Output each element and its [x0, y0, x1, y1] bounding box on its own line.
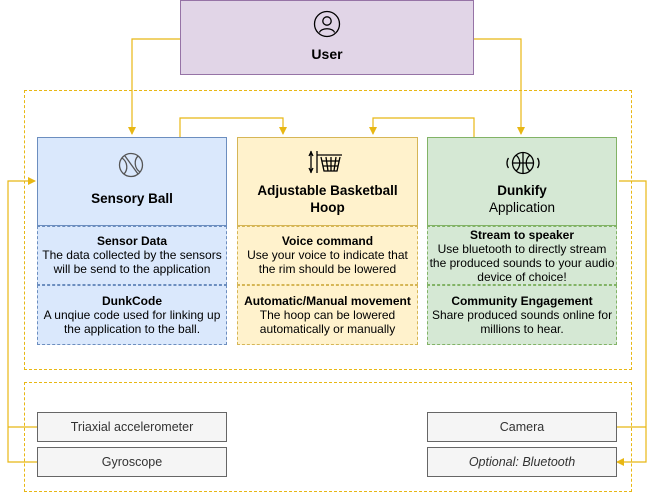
dunkify-header	[427, 137, 617, 226]
community-cell	[427, 285, 617, 345]
ball-to-hoop-connector	[179, 117, 287, 137]
dunkcode-body: A unqiue code used for linking up the ap…	[43, 308, 221, 336]
system-group	[24, 90, 632, 370]
basketball-hoop-icon	[308, 150, 342, 174]
stream-title: Stream to speaker	[469, 228, 575, 242]
dunkify-subtitle: Application	[488, 200, 556, 215]
user-label: User	[311, 46, 343, 62]
hoop-header	[237, 137, 418, 226]
sensor-data-body: The data collected by the sensors will b…	[42, 248, 222, 276]
movement-text: Automatic/Manual movement The hoop can b…	[240, 294, 415, 336]
community-body: Share produced sounds online for million…	[431, 308, 613, 336]
community-title: Community Engagement	[451, 294, 593, 308]
accelerometer-box: Triaxial accelerometer	[37, 412, 227, 442]
stream-cell	[427, 226, 617, 285]
stream-text: Stream to speaker Use bluetooth to direc…	[429, 228, 615, 284]
left-sensors-connector	[7, 181, 37, 463]
gyroscope-box: Gyroscope	[37, 447, 227, 477]
dunkify-to-hoop-connector	[369, 117, 475, 137]
stream-body: Use bluetooth to directly stream the pro…	[429, 242, 615, 284]
sensor-data-cell	[37, 226, 227, 285]
sensor-data-title: Sensor Data	[96, 234, 168, 248]
sound-ball-icon	[506, 151, 540, 175]
voice-command-text: Voice command Use your voice to indicate…	[240, 234, 415, 276]
movement-body: The hoop can be lowered automatically or…	[259, 308, 396, 336]
voice-command-title: Voice command	[281, 234, 374, 248]
user-icon	[313, 10, 341, 38]
dunkcode-cell	[37, 285, 227, 345]
hardware-group	[24, 382, 632, 492]
user-box	[180, 0, 474, 75]
camera-box: Camera	[427, 412, 617, 442]
sensor-data-text: Sensor Data The data collected by the se…	[39, 234, 225, 276]
user-to-ball-connector	[128, 38, 180, 135]
voice-command-cell	[237, 226, 418, 285]
sensory-ball-title: Sensory Ball	[91, 191, 173, 206]
bluetooth-box: Optional: Bluetooth	[427, 447, 617, 477]
hoop-title: Adjustable Basketball Hoop	[257, 183, 398, 215]
dunkify-title: Dunkify	[497, 183, 547, 198]
movement-cell	[237, 285, 418, 345]
movement-title: Automatic/Manual movement	[244, 294, 411, 308]
user-to-dunkify-connector	[474, 38, 525, 135]
community-text: Community Engagement Share produced soun…	[429, 294, 615, 336]
dunkcode-title: DunkCode	[102, 294, 162, 308]
dunkcode-text: DunkCode A unqiue code used for linking …	[39, 294, 225, 336]
voice-command-body: Use your voice to indicate that the rim …	[247, 248, 408, 276]
basketball-icon	[118, 152, 144, 178]
sensory-ball-header	[37, 137, 227, 226]
